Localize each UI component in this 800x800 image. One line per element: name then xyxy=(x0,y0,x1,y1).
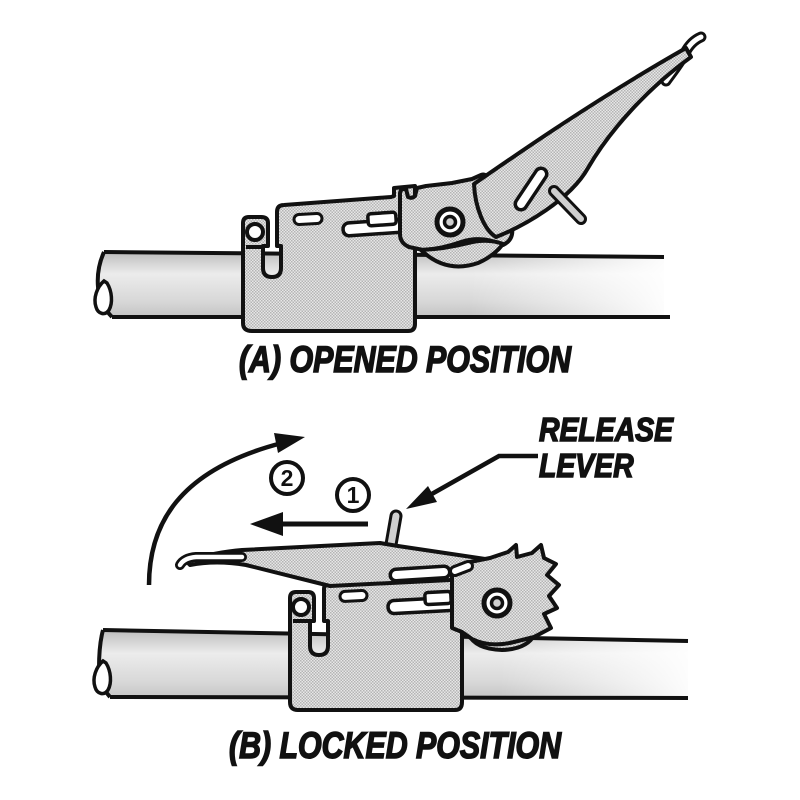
step-marker-1-circle xyxy=(335,477,371,513)
pivot-rivet-b-center xyxy=(489,595,505,611)
panel-a-caption: (A) OPENED POSITION xyxy=(238,338,572,381)
adjuster-pin-a-fill xyxy=(551,188,584,222)
lever-slot-a-fill xyxy=(517,170,545,208)
step-marker-2-number: 2 xyxy=(281,465,294,491)
panel-b-illustration: 2 1 xyxy=(92,433,700,712)
jaw-hook-a xyxy=(419,238,505,269)
cam-slot-b-fill xyxy=(452,563,471,574)
lever-arm-a xyxy=(472,46,693,239)
step-marker-1: 1 xyxy=(335,477,371,513)
step-marker-2-circle xyxy=(269,460,305,496)
panel-b-caption: (B) LOCKED POSITION xyxy=(228,724,562,767)
latch-catch-b xyxy=(423,589,453,607)
swing-arc-arrow-shaft xyxy=(146,440,283,586)
lever-arm-b xyxy=(184,541,494,588)
pivot-rivet-a-center xyxy=(442,214,458,230)
release-lever-pointer-arrow xyxy=(406,453,538,509)
lever-slot-b-fill xyxy=(392,568,448,579)
swing-arc-arrow-head xyxy=(274,433,305,453)
step-marker-1-number: 1 xyxy=(347,482,360,508)
body-slot-a xyxy=(292,212,324,226)
pipe-a-end-notch xyxy=(93,278,114,316)
mount-hole-b xyxy=(291,597,311,617)
mount-hole-a xyxy=(245,222,265,242)
release-lever-pointer-shaft xyxy=(428,453,538,497)
swing-arc-arrow xyxy=(146,433,305,586)
slide-left-arrow-head xyxy=(250,512,283,536)
body-slot-b xyxy=(338,589,369,603)
slide-left-arrow xyxy=(250,512,368,536)
release-lever-pointer-head xyxy=(406,486,437,509)
pipe-b-end-notch xyxy=(92,658,113,696)
release-lever-label-line1: RELEASE xyxy=(538,411,674,448)
release-lever-label: RELEASE LEVER xyxy=(538,411,674,484)
panel-a-illustration xyxy=(93,31,707,333)
latch-catch-a xyxy=(366,210,398,228)
release-lever-label-line2: LEVER xyxy=(538,446,634,484)
step-marker-2: 2 xyxy=(269,460,305,496)
lever-tip-wire-b-fill xyxy=(177,554,245,568)
